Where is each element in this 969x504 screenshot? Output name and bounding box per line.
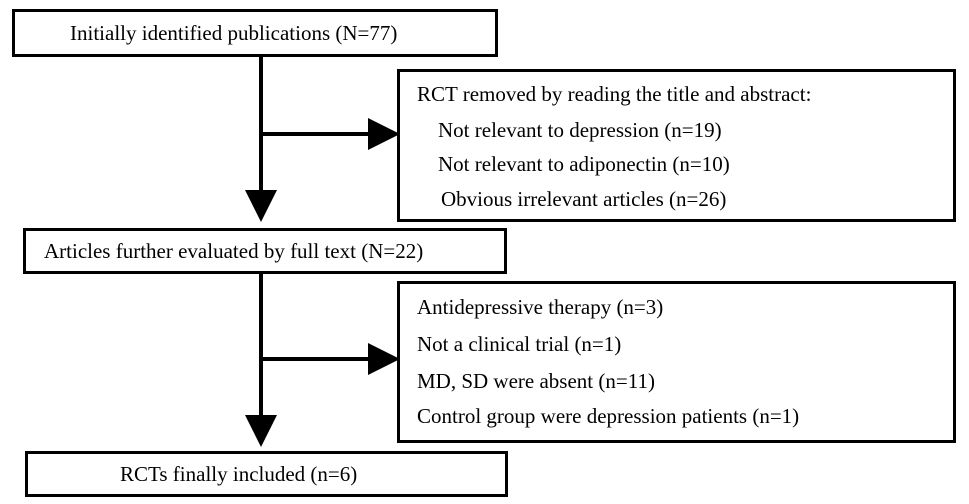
fulltext-box: Articles further evaluated by full text …	[23, 228, 507, 274]
removed-item: Not relevant to adiponectin (n=10)	[438, 152, 730, 176]
included-text: RCTs finally included (n=6)	[120, 461, 358, 486]
excluded-item: Antidepressive therapy (n=3)	[417, 295, 664, 319]
excluded-item: MD, SD were absent (n=11)	[417, 369, 655, 393]
excluded-item: Control group were depression patients (…	[417, 404, 800, 428]
removed-box: RCT removed by reading the title and abs…	[397, 69, 956, 222]
excluded-item: Not a clinical trial (n=1)	[417, 332, 622, 356]
included-box: RCTs finally included (n=6)	[25, 451, 508, 497]
excluded-box: Antidepressive therapy (n=3) Not a clini…	[397, 281, 956, 443]
removed-item: Obvious irrelevant articles (n=26)	[441, 187, 727, 211]
removed-title: RCT removed by reading the title and abs…	[417, 82, 812, 106]
identified-text: Initially identified publications (N=77)	[70, 20, 398, 45]
identified-box: Initially identified publications (N=77)	[12, 9, 498, 57]
fulltext-text: Articles further evaluated by full text …	[44, 238, 424, 263]
removed-item: Not relevant to depression (n=19)	[438, 118, 722, 142]
